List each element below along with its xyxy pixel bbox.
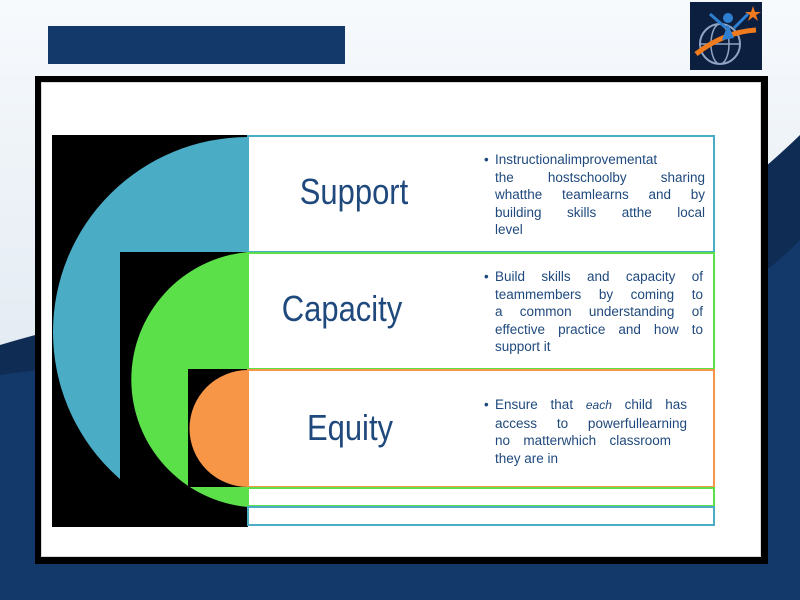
bullet-dot-icon: • (484, 152, 489, 167)
bullet-dot-icon: • (484, 269, 489, 284)
support-label: Support (299, 171, 409, 212)
support-extension-strip (247, 506, 715, 526)
title-bar (48, 26, 345, 64)
support-bullet-line: Instructionalimprovementat (495, 152, 658, 167)
capacity-bullet: • Build skills and capacity of teammembe… (484, 268, 703, 356)
support-bullet: • Instructionalimprovementat the hostsch… (484, 151, 705, 239)
equity-arc (189, 370, 248, 487)
equity-bullet-line: they are in (495, 450, 559, 466)
capacity-extension-strip (247, 487, 715, 507)
capacity-bullet-line: support it (495, 339, 551, 354)
capacity-bullet-line: teammembers by coming to (495, 286, 703, 302)
capacity-bullet-line: a common understanding of (495, 304, 703, 319)
capacity-row: Capacity • Build skills and capacity of … (247, 252, 715, 370)
person-globe-star-logo (690, 2, 762, 70)
equity-bullet-line: no matterwhich classroom (495, 433, 671, 448)
equity-row: Equity • Ensure that each child has acce… (247, 369, 715, 488)
support-row: Support • Instructionalimprovementat the… (247, 135, 715, 253)
capacity-bullet-line: effective practice and how to (495, 321, 703, 337)
equity-bullet-line: access to powerfullearning (495, 415, 687, 431)
equity-bullet: • Ensure that each child has access to p… (484, 396, 687, 467)
capacity-bullet-line: Build skills and capacity of (495, 269, 703, 284)
equity-emphasis: each (585, 398, 612, 412)
support-bullet-line: whatthe teamlearns and by (495, 187, 705, 202)
support-bullet-line: the hostschoolby sharing (495, 169, 705, 185)
equity-bullet-line: Ensure that each child has (495, 397, 687, 412)
nested-arcs-diagram: Support • Instructionalimprovementat the… (52, 135, 716, 527)
bullet-dot-icon: • (484, 397, 489, 412)
support-bullet-line: building skills atthe local (495, 204, 705, 220)
support-bullet-line: level (495, 222, 523, 237)
equity-label: Equity (306, 407, 394, 448)
capacity-label: Capacity (281, 288, 403, 329)
